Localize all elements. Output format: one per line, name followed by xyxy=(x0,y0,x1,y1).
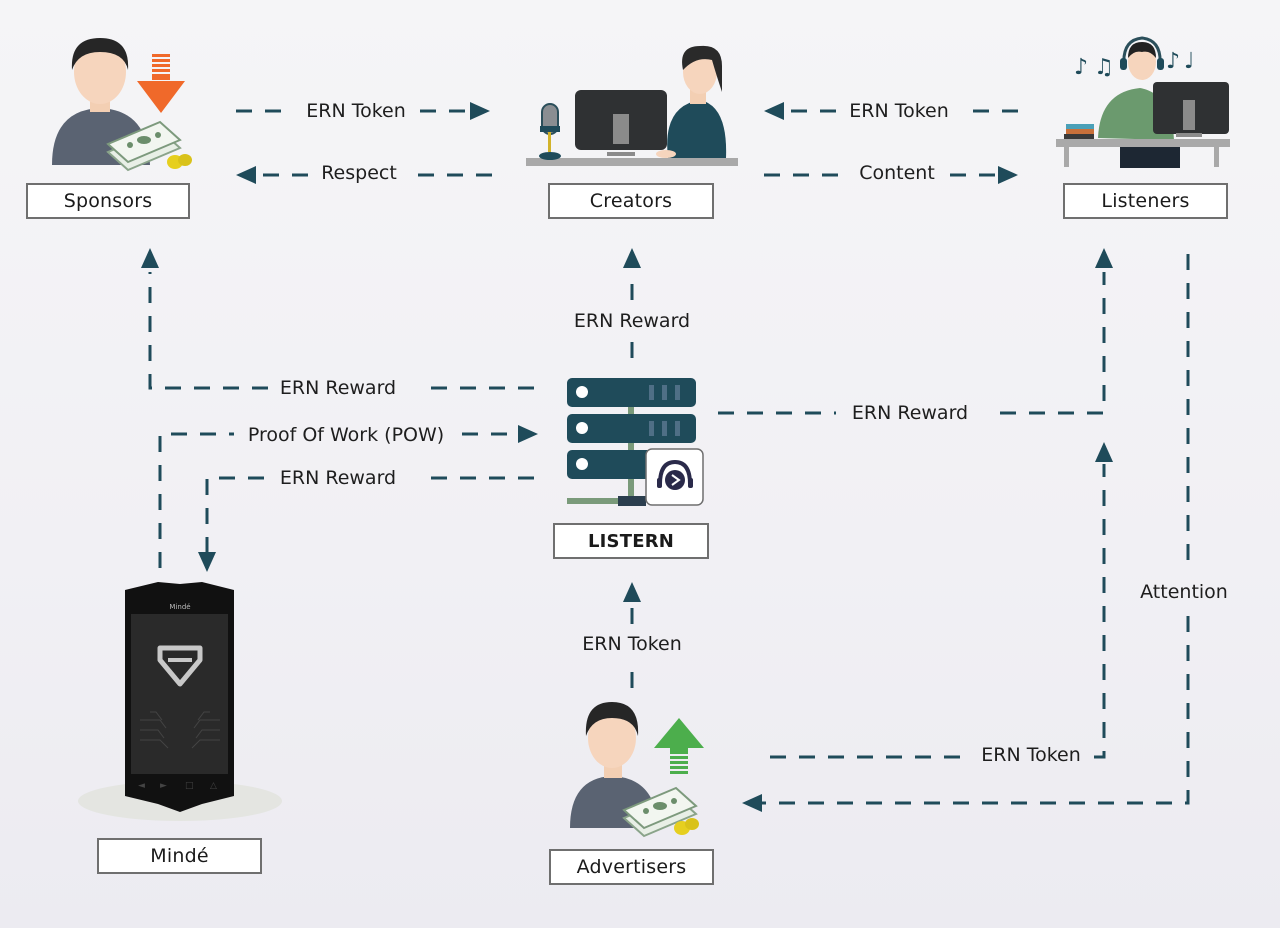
nav-home-icon: □ xyxy=(185,781,194,791)
nav-back-icon: ◄ xyxy=(138,781,145,791)
edge-minde-to-listern xyxy=(158,432,518,568)
listern-logo-icon xyxy=(645,448,704,506)
edge-label-listern-sponsors: ERN Reward xyxy=(279,377,397,399)
money-stack-icon xyxy=(622,786,699,838)
music-note-icon: ♫ xyxy=(1094,55,1114,80)
edge-listern-to-minde xyxy=(205,476,534,552)
arrowhead xyxy=(141,248,159,268)
phone-brand-text: Mindé xyxy=(169,603,190,611)
edge-listeners-to-advertisers xyxy=(762,254,1190,805)
node-listern[interactable]: LISTERN xyxy=(553,523,709,559)
arrowhead xyxy=(236,166,256,184)
edge-label-pow: Proof Of Work (POW) xyxy=(247,424,445,446)
money-stack-icon xyxy=(106,120,192,172)
arrowhead xyxy=(764,102,784,120)
nav-forward-icon: ► xyxy=(160,781,167,791)
edge-label-creators-sponsors: Respect xyxy=(321,162,397,184)
music-note-icon: ♪ xyxy=(1074,55,1088,80)
arrowhead xyxy=(198,552,216,572)
listeners-icon: ♪ ♫ ♪ ♩ xyxy=(1056,36,1230,168)
minde-phone-icon: Mindé ◄ ► □ △ xyxy=(78,582,282,821)
edge-listern-to-sponsors xyxy=(148,272,534,390)
arrowhead xyxy=(1095,248,1113,268)
node-creators[interactable]: Creators xyxy=(548,183,714,219)
edge-label-listern-minde: ERN Reward xyxy=(279,467,397,489)
music-note-icon: ♩ xyxy=(1184,49,1194,74)
edge-label-advertisers-listeners: ERN Token xyxy=(981,744,1081,766)
node-sponsors[interactable]: Sponsors xyxy=(26,183,190,219)
arrowhead xyxy=(623,582,641,602)
arrowhead xyxy=(742,794,762,812)
edge-listern-to-listeners xyxy=(718,272,1106,415)
arrowhead xyxy=(998,166,1018,184)
creators-icon xyxy=(526,45,738,166)
nav-menu-icon: △ xyxy=(210,781,217,791)
arrowhead xyxy=(1095,442,1113,462)
up-arrow-icon xyxy=(654,718,704,774)
edge-label-listern-creators: ERN Reward xyxy=(573,310,691,332)
minde-logo-icon xyxy=(157,645,203,687)
edge-label-advertisers-listern: ERN Token xyxy=(582,633,682,655)
node-minde[interactable]: Mindé xyxy=(97,838,262,874)
arrowhead xyxy=(623,248,641,268)
microphone-icon xyxy=(539,103,561,160)
down-arrow-icon xyxy=(137,54,185,113)
sponsors-icon xyxy=(52,38,192,172)
arrowhead xyxy=(518,425,538,443)
edge-advertisers-to-listeners xyxy=(770,464,1106,759)
node-listeners[interactable]: Listeners xyxy=(1063,183,1228,219)
arrowhead xyxy=(470,102,490,120)
edge-label-creators-listeners: Content xyxy=(859,162,935,184)
edge-label-listeners-creators: ERN Token xyxy=(849,100,949,122)
listern-server-icon xyxy=(567,378,704,506)
edge-label-listern-listeners: ERN Reward xyxy=(851,402,969,424)
node-advertisers[interactable]: Advertisers xyxy=(549,849,714,885)
music-note-icon: ♪ xyxy=(1166,49,1180,74)
advertisers-icon xyxy=(570,702,704,838)
edge-label-attention: Attention xyxy=(1140,581,1228,603)
edge-label-sponsors-creators: ERN Token xyxy=(306,100,406,122)
